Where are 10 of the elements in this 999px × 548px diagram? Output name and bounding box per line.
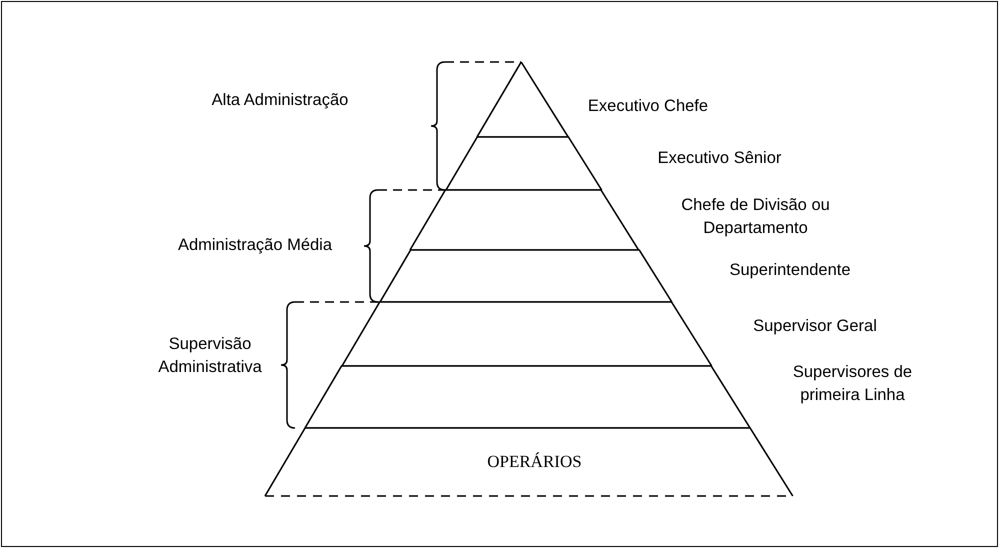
level-group-label: Alta Administração bbox=[210, 90, 350, 110]
level-label: OPERÁRIOS bbox=[487, 452, 582, 472]
rank-label: Superintendente bbox=[728, 260, 852, 280]
level-group-label: Supervisão Administrativa bbox=[157, 334, 263, 378]
rank-label: Executivo Sênior bbox=[656, 148, 782, 168]
rank-label: Supervisores de primeira Linha bbox=[792, 362, 914, 406]
rank-label: Executivo Chefe bbox=[586, 96, 710, 116]
rank-label: Chefe de Divisão ou Departamento bbox=[680, 195, 831, 240]
level-group-label: Administração Média bbox=[176, 234, 334, 256]
rank-label: Supervisor Geral bbox=[752, 316, 878, 336]
